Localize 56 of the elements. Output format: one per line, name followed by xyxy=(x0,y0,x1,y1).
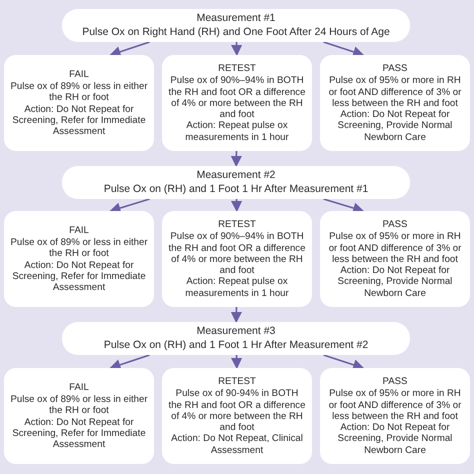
arrow xyxy=(231,42,242,56)
box-description: Pulse Ox on (RH) and 1 Foot 1 Hr After Measurement #2 xyxy=(102,338,370,352)
action-text: Action: Do Not Repeat for Screening, Provide Normal Newborn Care xyxy=(336,265,454,299)
criteria-text: Pulse ox of 95% or more in RH or foot AND difference of 3% or less between the RH and foot xyxy=(328,75,462,110)
action-text: Action: Do Not Repeat, Clinical Assessment xyxy=(170,433,304,456)
action-text: Action: Repeat pulse ox measurements in 1 hour xyxy=(184,120,290,143)
result-box xyxy=(162,368,312,464)
box-heading: RETEST xyxy=(217,63,257,74)
box-heading: Measurement #3 xyxy=(196,324,276,338)
criteria-text: Pulse ox of 95% or more in RH or foot AND difference of 3% or less between the RH and foot xyxy=(328,231,462,266)
arrow xyxy=(109,354,150,370)
box-heading: RETEST xyxy=(217,376,257,388)
criteria-text: Pulse ox of 89% or less in either the RH or foot xyxy=(10,81,148,104)
result-box xyxy=(162,55,312,151)
arrow xyxy=(109,41,150,58)
result-box xyxy=(320,55,470,151)
arrow xyxy=(323,354,364,370)
box-heading: FAIL xyxy=(68,68,90,80)
arrow xyxy=(323,41,364,58)
criteria-text: Pulse ox of 89% or less in either the RH or foot xyxy=(10,394,148,416)
criteria-text: Pulse ox of 90%–94% in BOTH the RH and foot OR a difference of 4% or more between the RH and foot xyxy=(168,75,306,120)
action-text: Action: Do Not Repeat for Screening, Refer for Immediate Assessment xyxy=(11,260,147,294)
result-box xyxy=(4,211,154,307)
arrow xyxy=(230,150,242,168)
measurement-box xyxy=(62,9,410,42)
measurement-box xyxy=(62,166,410,199)
arrow xyxy=(109,198,150,214)
action-text: Action: Do Not Repeat for Screening, Refer for Immediate Assessment xyxy=(11,104,147,138)
box-description: Pulse Ox on (RH) and 1 Foot 1 Hr After Measurement #1 xyxy=(102,182,370,196)
arrow xyxy=(231,354,242,370)
result-box xyxy=(320,211,470,307)
criteria-text: Pulse ox of 95% or more in RH or foot AND difference of 3% or less between the RH and foot xyxy=(328,388,462,422)
box-heading: PASS xyxy=(382,63,408,74)
box-heading: PASS xyxy=(382,219,408,230)
arrow xyxy=(323,198,364,214)
result-box xyxy=(320,368,470,464)
box-description: Pulse Ox on Right Hand (RH) and One Foot After 24 Hours of Age xyxy=(81,26,391,40)
arrow xyxy=(231,198,242,212)
criteria-text: Pulse ox of 90%–94% in BOTH the RH and foot OR a difference of 4% or more between the RH and foot xyxy=(168,231,306,276)
result-box xyxy=(4,368,154,464)
criteria-text: Pulse ox of 90-94% in BOTH the RH and foot OR a difference of 4% or more between the RH and foot xyxy=(168,388,306,434)
box-heading: Measurement #1 xyxy=(196,12,276,26)
measurement-box xyxy=(62,322,410,355)
action-text: Action: Do Not Repeat for Screening, Provide Normal Newborn Care xyxy=(336,422,454,456)
box-heading: Measurement #2 xyxy=(196,168,276,182)
box-heading: FAIL xyxy=(68,224,90,236)
action-text: Action: Do Not Repeat for Screening, Refer for Immediate Assessment xyxy=(11,416,147,450)
criteria-text: Pulse ox of 89% or less in either the RH or foot xyxy=(10,237,148,260)
result-box xyxy=(4,55,154,151)
box-heading: FAIL xyxy=(68,382,90,394)
arrow xyxy=(230,306,242,324)
box-heading: PASS xyxy=(382,376,408,388)
result-box xyxy=(162,211,312,307)
action-text: Action: Do Not Repeat for Screening, Provide Normal Newborn Care xyxy=(336,109,454,143)
action-text: Action: Repeat pulse ox measurements in 1 hour xyxy=(184,276,290,299)
box-heading: RETEST xyxy=(217,219,257,230)
